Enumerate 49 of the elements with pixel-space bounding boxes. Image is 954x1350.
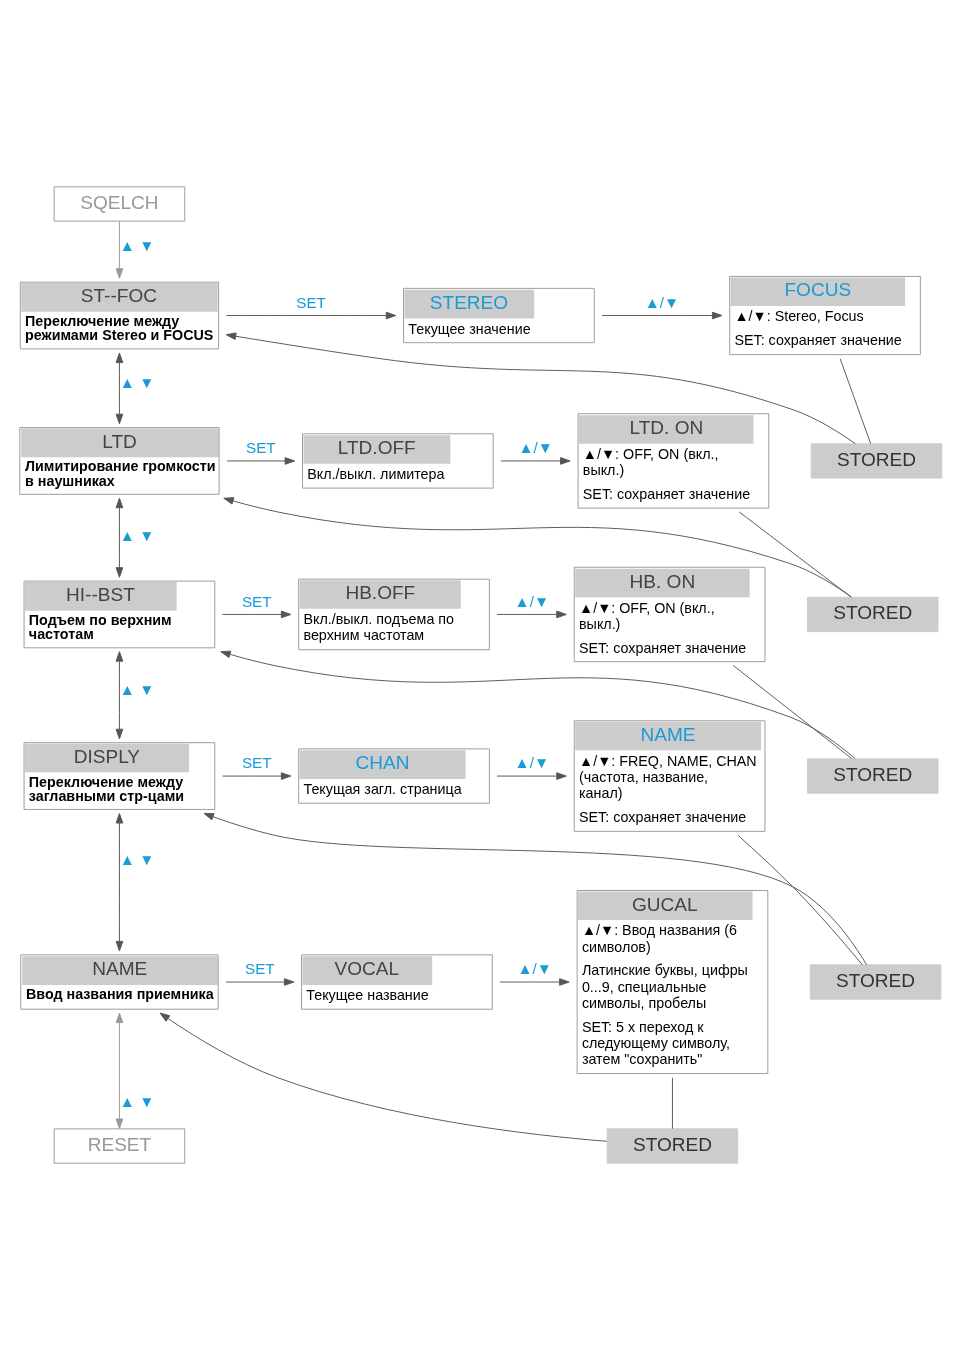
connector [672,1077,673,1130]
node-box: SQELCH [53,186,186,222]
arrow [500,457,571,465]
connector [732,665,853,760]
arrow [499,978,570,986]
edge-label: SET [245,439,276,457]
edge-label: SET [296,293,326,311]
edge-label: ▲ ▼ [119,1092,155,1110]
arrow [225,332,856,445]
arrow [225,978,295,986]
edge-label: ▲/▼ [514,754,550,772]
node-box: RESET [53,1128,186,1164]
arrow [496,610,567,619]
edge-label: ▲ ▼ [119,850,155,868]
arrow [222,610,292,619]
arrow [159,1012,608,1142]
arrow [225,311,397,320]
edge-label: ▲/▼ [517,960,552,978]
arrow [115,651,124,740]
node-box: STORED [606,1128,739,1164]
node-box: STORED [806,758,939,794]
edge-label: ▲ ▼ [119,527,155,545]
connector [839,358,872,445]
edge-label: ▲/▼ [518,439,553,457]
arrow [115,1012,124,1129]
arrow [601,311,723,320]
edge-label: ▲ ▼ [119,373,155,391]
arrow [220,650,856,760]
edge-label: SET [241,592,272,610]
arrow [496,772,567,780]
arrow [203,812,868,966]
edge-label: ▲ ▼ [119,680,155,698]
node-box: STORED [810,443,943,479]
edge-label: SET [245,960,275,978]
arrow [115,497,124,578]
arrow [115,813,124,952]
arrow [226,457,296,465]
node-box: STORED [809,964,942,1000]
arrow [222,772,292,780]
edge-label: ▲/▼ [514,592,550,610]
arrow [223,497,852,598]
connector [737,834,863,966]
edge-label: ▲ ▼ [119,236,155,254]
node-box: STORED [806,596,939,633]
edge-label: ▲/▼ [644,293,680,311]
arrow [115,352,124,425]
connector [738,511,852,598]
arrow [115,221,124,279]
edge-label: SET [241,754,272,772]
